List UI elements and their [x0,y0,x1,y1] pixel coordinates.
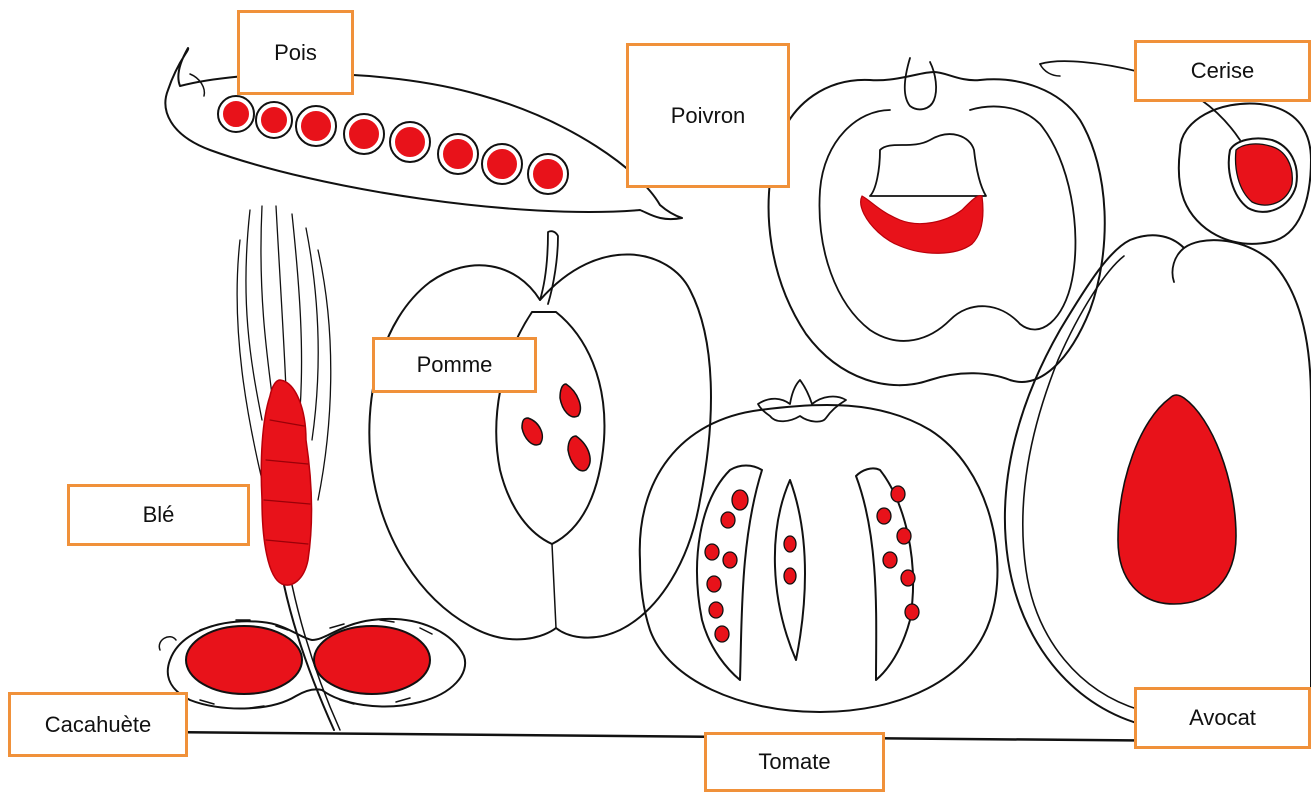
tomato-seeds [705,486,919,642]
peanut-seed-left [186,626,302,694]
wheat-grains [261,380,311,585]
avocado-pit [1118,395,1236,604]
cherry-pit [1236,144,1293,205]
peanut-drawing [159,619,465,709]
apple-drawing [369,231,711,639]
label-avocat: Avocat [1134,687,1311,749]
tomato-drawing [640,380,998,712]
pea-seeds [218,96,568,194]
label-cacahuete: Cacahuète [8,692,188,757]
label-poivron: Poivron [626,43,790,188]
pepper-seeds [861,196,983,254]
label-tomate: Tomate [704,732,885,792]
label-cerise: Cerise [1134,40,1311,102]
label-ble: Blé [67,484,250,546]
label-pomme: Pomme [372,337,537,393]
peanut-seed-right [314,626,430,694]
avocado-drawing [1005,235,1311,734]
pepper-drawing [769,58,1105,385]
apple-seeds [522,384,590,471]
label-pois: Pois [237,10,354,95]
tomato-calyx [758,380,846,422]
